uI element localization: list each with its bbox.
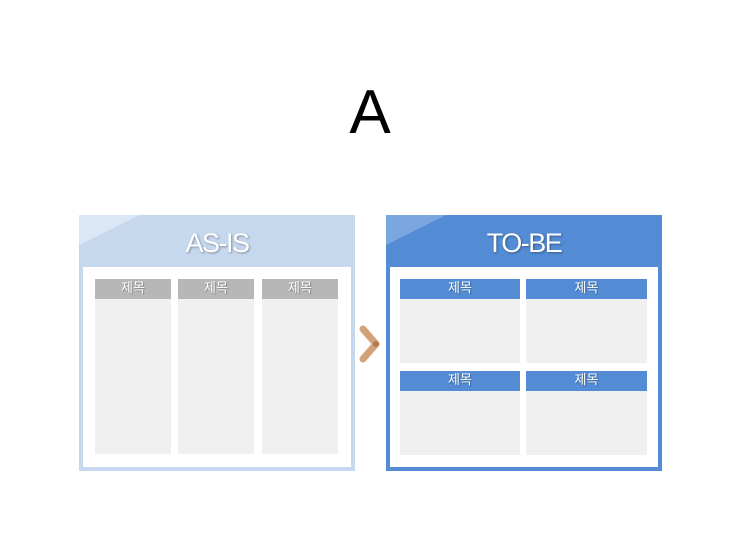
to-be-box: 제목 (400, 371, 520, 455)
box-title: 제목 (400, 371, 520, 391)
as-is-column: 제목 (262, 279, 338, 454)
column-title: 제목 (95, 279, 171, 299)
page-title: A (349, 78, 391, 147)
as-is-title: AS-IS (185, 228, 250, 258)
to-be-box: 제목 (526, 371, 647, 455)
column-title: 제목 (178, 279, 254, 299)
as-is-body: 제목 제목 제목 (83, 267, 351, 467)
to-be-panel: TO-BE 제목 제목 제목 제목 (386, 215, 662, 471)
to-be-body: 제목 제목 제목 제목 (390, 267, 658, 467)
as-is-column: 제목 (95, 279, 171, 454)
to-be-header: TO-BE (386, 215, 662, 267)
as-is-column: 제목 (178, 279, 254, 454)
box-title: 제목 (526, 279, 647, 299)
header-highlight (79, 215, 139, 245)
as-is-header: AS-IS (79, 215, 355, 267)
column-title: 제목 (262, 279, 338, 299)
to-be-title: TO-BE (486, 228, 563, 258)
to-be-box: 제목 (400, 279, 520, 363)
as-is-panel: AS-IS 제목 제목 제목 (79, 215, 355, 471)
header-highlight (386, 215, 446, 245)
box-title: 제목 (400, 279, 520, 299)
to-be-box: 제목 (526, 279, 647, 363)
chevron-right-icon (359, 325, 380, 363)
box-title: 제목 (526, 371, 647, 391)
